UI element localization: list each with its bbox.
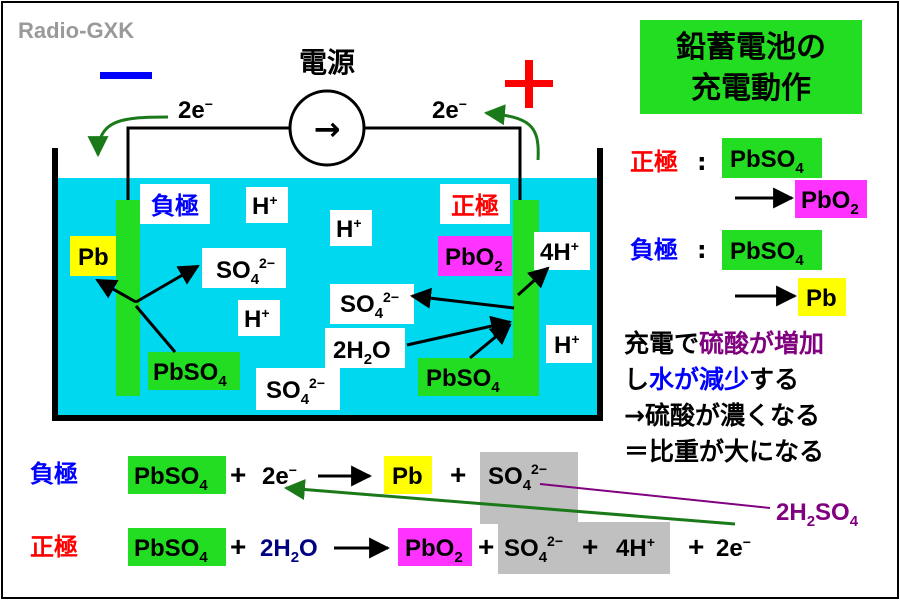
eq-pos-plus-4: + — [688, 531, 704, 562]
eq-neg-product1-box — [384, 456, 432, 494]
eq-pos-plus-1: + — [230, 531, 246, 562]
neg-pbso4-label: PbSO4 — [153, 359, 227, 390]
eq-neg-reactant-box — [128, 456, 226, 494]
summary-pos-to: PbO2 — [801, 187, 859, 218]
h2so4-label: 2H2SO4 — [776, 499, 859, 530]
pos-electrode-label-box — [440, 184, 510, 224]
water-molecule: 2H2O — [333, 337, 391, 368]
note-line-3: →硫酸が濃くなる — [624, 401, 820, 430]
note-line-2: し水が減少する — [624, 365, 799, 394]
eq-pos-product2: SO42− — [504, 533, 563, 566]
ion-h-box-1 — [246, 187, 288, 223]
arrow-to-so4-a — [135, 264, 200, 304]
eq-pos-plus-2: + — [478, 531, 494, 562]
eq-pos-label: 正極 — [30, 533, 78, 561]
ion-h-1: H+ — [252, 192, 278, 220]
ion-h-box-3 — [238, 300, 280, 336]
arrow-to-so4-b — [409, 287, 515, 310]
eq-pos-reactant-box — [128, 528, 226, 566]
pos-pbo2-box — [438, 236, 512, 276]
ion-4h: 4H+ — [540, 238, 579, 266]
eq-neg-reactant: PbSO4 — [134, 463, 208, 494]
ion-so4-b: SO42− — [340, 289, 399, 322]
pos-electrode-label: 正極 — [451, 192, 499, 220]
summary-pos-from-box — [722, 138, 822, 178]
summary-pos-label: 正極 — [630, 148, 678, 176]
note-line-1: 充電で硫酸が増加 — [624, 329, 824, 358]
summary-neg-from: PbSO4 — [730, 238, 804, 269]
ion-h-3: H+ — [244, 305, 270, 333]
title-line-1: 鉛蓄電池の — [676, 30, 826, 65]
eq-neg-product1: Pb — [392, 463, 423, 490]
pos-pbo2-label: PbO2 — [445, 244, 503, 275]
electron-flow-arrow-right — [483, 104, 540, 161]
wire-left — [126, 126, 290, 200]
ion-so4-box-a — [202, 248, 286, 288]
line-from-neg-pbso4 — [134, 305, 177, 353]
ion-h-box-2 — [330, 210, 372, 246]
ion-so4-box-b — [330, 284, 414, 324]
h2so4-pointer-line — [539, 483, 771, 509]
electron-flow-arrow-left — [87, 115, 169, 158]
electron-right-label: 2e− — [432, 96, 467, 124]
pos-pbso4-label: PbSO4 — [426, 365, 500, 396]
watermark-text: Radio-GXK — [18, 18, 134, 43]
ion-4h-box — [534, 232, 590, 270]
wire-right — [364, 126, 522, 200]
ion-so4-box-c — [256, 368, 340, 410]
ion-h-4: H+ — [554, 331, 580, 359]
gray-box-so4-neg — [480, 452, 578, 524]
eq-neg-label: 負極 — [30, 460, 78, 488]
eq-neg-plus-1: + — [230, 459, 246, 490]
title-box — [640, 20, 862, 114]
eq-neg-product2: SO42− — [488, 461, 547, 494]
power-source-label: 電源 — [299, 46, 355, 79]
battery-tank — [52, 148, 603, 421]
eq-pos-reactant: PbSO4 — [134, 535, 208, 566]
eq-pos-product1: PbO2 — [405, 535, 463, 566]
eq-pos-plus-3: + — [582, 531, 598, 562]
gray-box-pos-products — [498, 522, 670, 574]
summary-neg-to: Pb — [806, 285, 837, 312]
neg-pbso4-box — [148, 352, 240, 390]
summary-neg-colon: : — [697, 236, 707, 264]
eq-pos-water: 2H2O — [260, 535, 318, 566]
neg-electrode-label: 負極 — [151, 192, 199, 220]
water-box — [325, 328, 405, 368]
arrow-to-pb — [95, 278, 137, 304]
negative-terminal-sign — [100, 72, 152, 79]
arrow-pbso4-to-electrode — [469, 323, 512, 360]
positive-electrode — [513, 200, 539, 396]
note-line-4: ＝比重が大になる — [624, 437, 824, 466]
summary-neg-to-box — [798, 278, 846, 316]
power-source-circle — [288, 89, 366, 167]
summary-pos-to-box — [795, 180, 867, 218]
summary-neg-label: 負極 — [630, 236, 678, 264]
ion-h-2: H+ — [336, 215, 362, 243]
eq-pos-product1-box — [398, 528, 472, 566]
electron-transfer-arrow — [283, 479, 736, 526]
ion-h-box-4 — [546, 325, 592, 363]
eq-pos-product3: 4H+ — [616, 534, 655, 562]
eq-neg-plus-2: + — [450, 459, 466, 490]
electron-left-label: 2e− — [178, 96, 213, 124]
positive-terminal-sign-vertical — [525, 60, 533, 108]
ion-so4-c: SO42− — [266, 375, 325, 408]
neg-electrode-label-box — [140, 184, 210, 224]
pos-pbso4-box — [418, 358, 514, 396]
summary-pos-from: PbSO4 — [730, 146, 804, 177]
summary-neg-from-box — [722, 230, 822, 270]
title-line-2: 充電動作 — [691, 71, 811, 106]
arrow-to-4h — [516, 266, 550, 297]
power-source-arrow-icon: → — [314, 110, 341, 148]
summary-pos-colon: : — [697, 148, 707, 176]
ion-so4-a: SO42− — [216, 255, 275, 288]
neg-pb-label: Pb — [78, 244, 109, 271]
eq-pos-electron: 2e− — [716, 534, 751, 562]
neg-pb-box — [70, 236, 116, 276]
